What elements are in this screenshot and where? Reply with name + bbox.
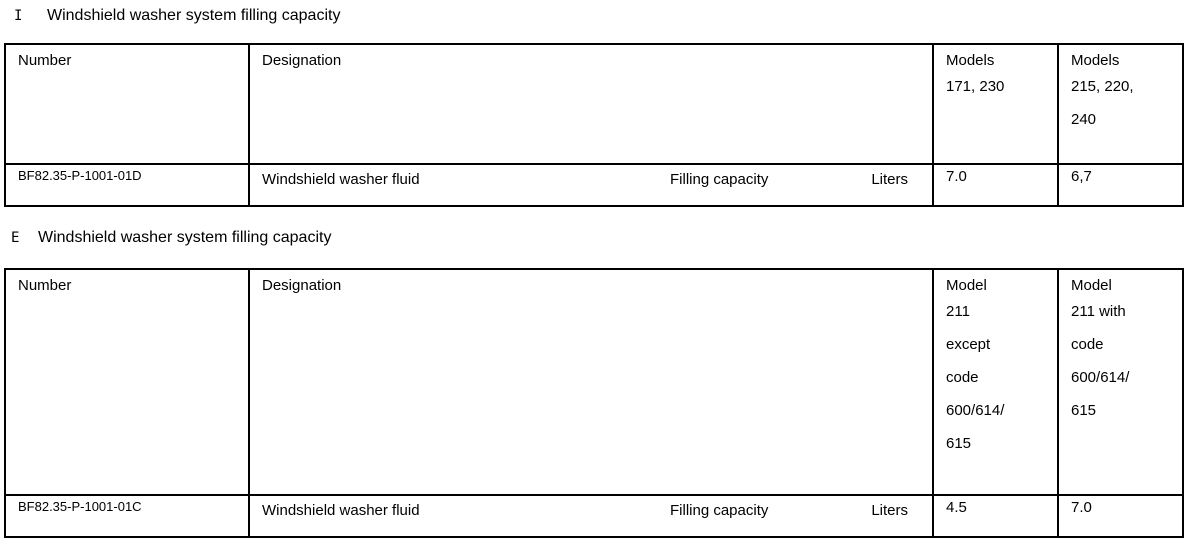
table-2-part-number: BF82.35-P-1001-01C xyxy=(4,494,250,538)
table-2-unit-label: Liters xyxy=(871,502,908,519)
section-2-marker: E xyxy=(11,230,20,246)
table-2-header-number: Number xyxy=(4,268,250,496)
table-1-data-row: BF82.35-P-1001-01D Windshield washer flu… xyxy=(4,163,1184,207)
section-1-marker: I xyxy=(14,8,23,24)
section-1-heading: I Windshield washer system filling capac… xyxy=(14,7,340,25)
table-2-designation-cell: Windshield washer fluid Filling capacity… xyxy=(248,494,934,538)
table-1-value-models-215-220-240: 6,7 xyxy=(1057,163,1184,207)
table-1-fluid-name: Windshield washer fluid xyxy=(262,171,420,188)
table-1-header-designation: Designation xyxy=(248,43,934,165)
table-2-fluid-name: Windshield washer fluid xyxy=(262,502,420,519)
table-1-attribute-label: Filling capacity xyxy=(670,171,769,188)
section-2-heading: E Windshield washer system filling capac… xyxy=(11,229,331,247)
table-2-header-designation: Designation xyxy=(248,268,934,496)
table-1-designation-cell: Windshield washer fluid Filling capacity… xyxy=(248,163,934,207)
table-2-attribute-label: Filling capacity xyxy=(670,502,769,519)
section-2-title: Windshield washer system filling capacit… xyxy=(38,229,332,246)
table-1-part-number: BF82.35-P-1001-01D xyxy=(4,163,250,207)
table-1-header-number: Number xyxy=(4,43,250,165)
table-2-data-row: BF82.35-P-1001-01C Windshield washer flu… xyxy=(4,494,1184,538)
table-2-value-model-211-except-code: 4.5 xyxy=(932,494,1059,538)
table-1-value-models-171-230: 7.0 xyxy=(932,163,1059,207)
section-1-title: Windshield washer system filling capacit… xyxy=(47,7,341,24)
table-2-value-model-211-with-code: 7.0 xyxy=(1057,494,1184,538)
table-1-unit-label: Liters xyxy=(871,171,908,188)
